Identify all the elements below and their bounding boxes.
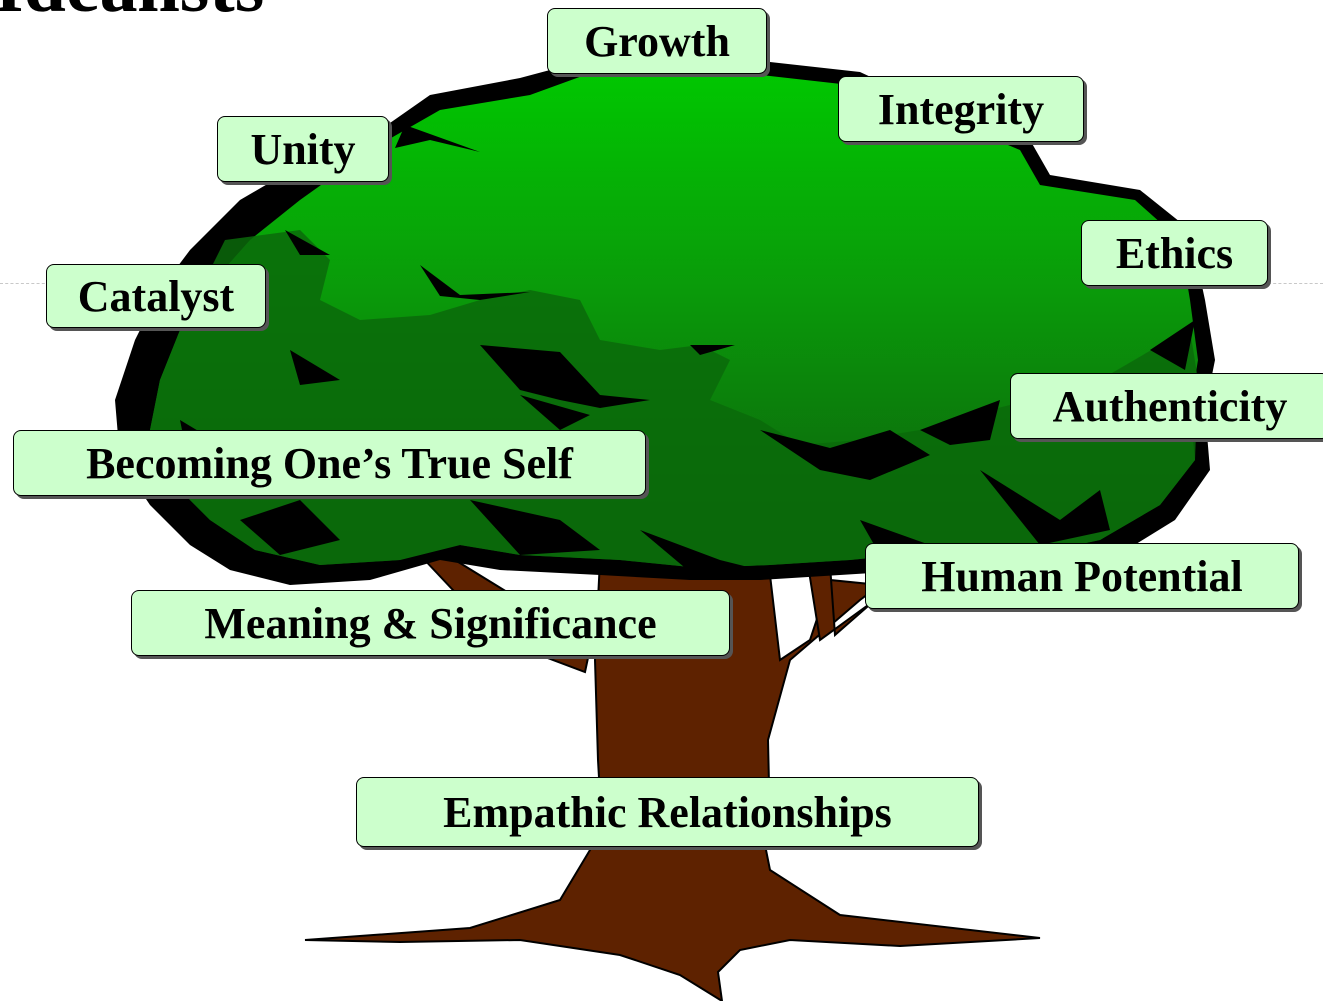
unity-label: Unity <box>217 116 389 182</box>
slide-guide-left <box>0 283 50 284</box>
human-potential-label: Human Potential <box>865 543 1299 609</box>
true-self-label: Becoming One’s True Self <box>13 430 646 496</box>
integrity-label: Integrity <box>838 76 1084 142</box>
tree-roots <box>304 819 1041 1001</box>
meaning-label: Meaning & Significance <box>131 590 730 656</box>
slide-guide-right <box>1268 283 1323 284</box>
catalyst-label: Catalyst <box>46 264 266 328</box>
empathic-label: Empathic Relationships <box>356 777 979 847</box>
authenticity-label: Authenticity <box>1010 373 1323 439</box>
slide-title: Idealists <box>0 0 264 24</box>
ethics-label: Ethics <box>1081 220 1268 286</box>
growth-label: Growth <box>547 8 767 74</box>
